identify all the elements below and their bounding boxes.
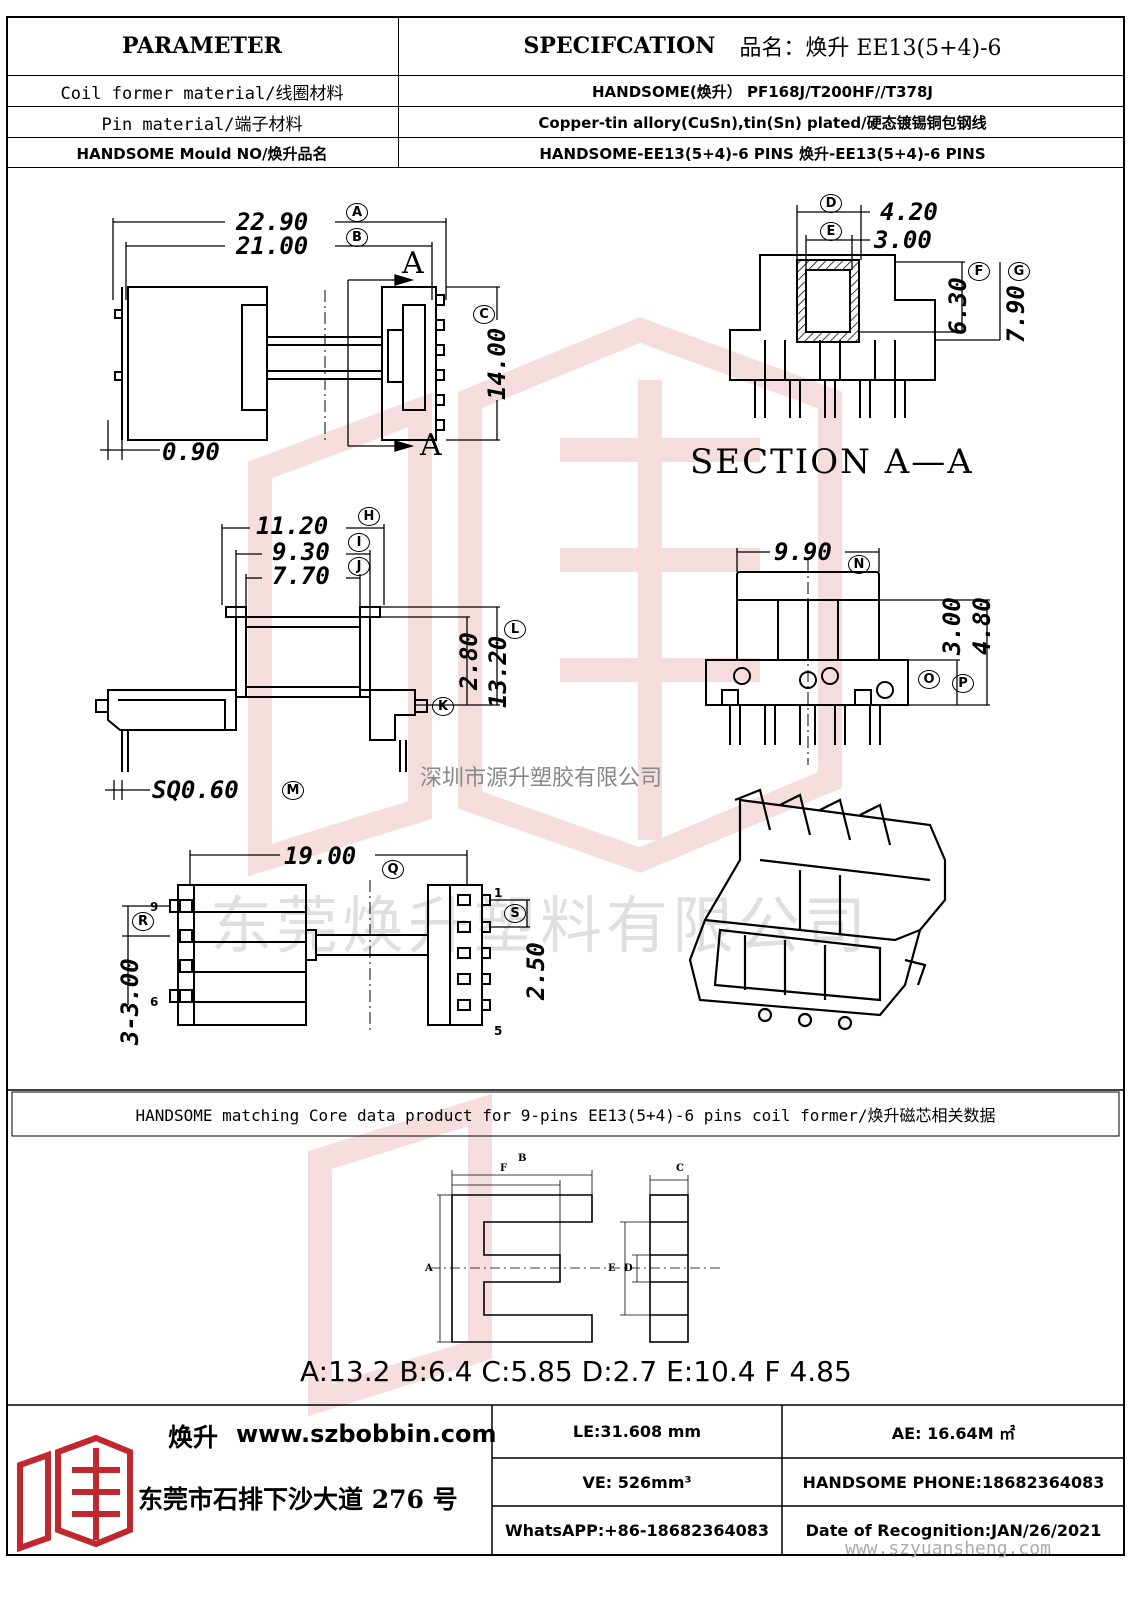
ref-circle-b: B: [346, 228, 368, 247]
recognition-date: Date of Recognition:JAN/26/2021: [805, 1520, 1102, 1540]
spec-heading: SPECIFCATION 品名：焕升 EE13(5+4)-6: [400, 16, 1125, 76]
ref-circle-e: E: [820, 222, 842, 241]
dim-d: 4.20: [880, 198, 938, 226]
dim-e: 3.00: [874, 226, 932, 254]
ref-circle-h: H: [358, 507, 380, 526]
dim-r: 3-3.00: [116, 958, 144, 1045]
core-data-title: HANDSOME matching Core data product for …: [135, 1106, 996, 1125]
ref-circle-a: A: [346, 203, 368, 222]
dim-n: 9.90: [774, 538, 832, 566]
ref-circle-s: S: [504, 904, 526, 923]
core-label-f: F: [500, 1163, 508, 1174]
spec-sheet-frame: [6, 16, 1125, 1556]
section-arrow-bottom: A: [420, 428, 442, 463]
phone-number[interactable]: HANDSOME PHONE:18682364083: [802, 1472, 1105, 1492]
front-view: [114, 286, 445, 441]
row-label: Pin material/端子材料: [101, 115, 303, 135]
watermark-large: 东莞焕升塑料有限公司: [210, 889, 871, 962]
row-label: HANDSOME Mould NO/焕升品名: [76, 144, 328, 163]
pin-number-5: 5: [494, 1024, 503, 1038]
ref-circle-d: D: [820, 194, 842, 213]
dim-pad: 0.90: [162, 438, 220, 466]
dim-o: 3.00: [938, 597, 966, 655]
dim-m: SQ0.60: [152, 776, 239, 804]
row-mould-no: [6, 138, 1125, 168]
dim-p: 4.80: [968, 597, 996, 655]
dim-j: 7.70: [272, 562, 330, 590]
watermark-url: www.szyuansheng.com: [845, 1538, 1051, 1559]
row-coil-material: [6, 76, 1125, 107]
dim-c: 14.00: [483, 327, 511, 400]
dim-h: 11.20: [256, 512, 329, 540]
row-pin-material: [6, 107, 1125, 138]
company-logo: [17, 1434, 133, 1553]
header-divider: [398, 16, 399, 168]
core-label-c: C: [676, 1163, 684, 1174]
core-label-d: D: [624, 1263, 633, 1274]
ref-circle-f: F: [968, 262, 990, 281]
parameter-heading: PARAMETER: [122, 33, 282, 59]
ref-circle-c: C: [473, 305, 495, 324]
ref-circle-n: N: [848, 555, 870, 574]
dim-g: 7.90: [1002, 285, 1030, 343]
dim-f: 6.30: [944, 277, 972, 335]
core-label-b: B: [518, 1153, 527, 1164]
brand-name: 焕升: [168, 1423, 219, 1452]
ref-circle-p: P: [952, 674, 974, 693]
core-drawing: [430, 1170, 720, 1343]
ref-circle-m: M: [282, 781, 304, 800]
core-label-e: E: [608, 1263, 616, 1274]
ref-circle-i: I: [348, 533, 370, 552]
company-address: 东莞市石排下沙大道 276 号: [138, 1485, 458, 1514]
end-view: [705, 560, 909, 765]
dim-i: 9.30: [272, 538, 330, 566]
pin-number-1: 1: [494, 886, 503, 900]
ref-circle-l: L: [504, 620, 526, 639]
ref-circle-o: O: [918, 670, 940, 689]
header-row: [6, 16, 1125, 76]
ref-circle-q: Q: [382, 860, 404, 879]
row-label: Coil former material/线圈材料: [60, 84, 344, 104]
dim-a: 22.90: [236, 208, 309, 236]
section-a-a-view: [729, 254, 936, 418]
dim-b: 21.00: [236, 232, 309, 260]
core-dimensions: A:13.2 B:6.4 C:5.85 D:2.7 E:10.4 F 4.85: [300, 1355, 852, 1388]
dim-l: 13.20: [484, 635, 512, 708]
product-name: 品名：焕升 EE13(5+4)-6: [739, 36, 1002, 61]
le-value: LE:31.608 mm: [572, 1422, 702, 1441]
website-link[interactable]: www.szbobbin.com: [236, 1420, 497, 1448]
spec-label: SPECIFCATION: [523, 33, 716, 59]
bottom-view: [169, 880, 491, 1030]
watermark-small: 深圳市源升塑胶有限公司: [420, 766, 663, 791]
ref-circle-j: J: [348, 557, 370, 576]
ref-circle-g: G: [1008, 262, 1030, 281]
row-value: HANDSOME-EE13(5+4)-6 PINS 焕升-EE13(5+4)-6…: [539, 144, 986, 163]
dim-k2: 2.80: [455, 632, 483, 690]
pin-number-6: 6: [150, 995, 159, 1009]
row-value: HANDSOME(焕升） PF168J/T200HF//T378J: [591, 83, 933, 101]
section-label: SECTION A—A: [690, 442, 974, 482]
background-logo-watermark: [248, 317, 842, 1417]
pin-number-9: 9: [150, 900, 159, 914]
ref-circle-r: R: [132, 912, 154, 931]
core-label-a: A: [425, 1263, 433, 1274]
ve-value: VE: 526mm³: [582, 1472, 692, 1492]
whatsapp-number[interactable]: WhatsAPP:+86-18682364083: [504, 1520, 769, 1540]
ae-value: AE: 16.64M ㎡: [891, 1423, 1016, 1443]
isometric-view: [688, 788, 947, 1031]
dim-q: 19.00: [284, 842, 357, 870]
ref-circle-k: K: [432, 697, 454, 716]
section-arrow-top: A: [402, 246, 424, 281]
side-view: [95, 606, 428, 772]
row-value: Copper-tin allory(CuSn),tin(Sn) plated/硬…: [538, 114, 987, 132]
